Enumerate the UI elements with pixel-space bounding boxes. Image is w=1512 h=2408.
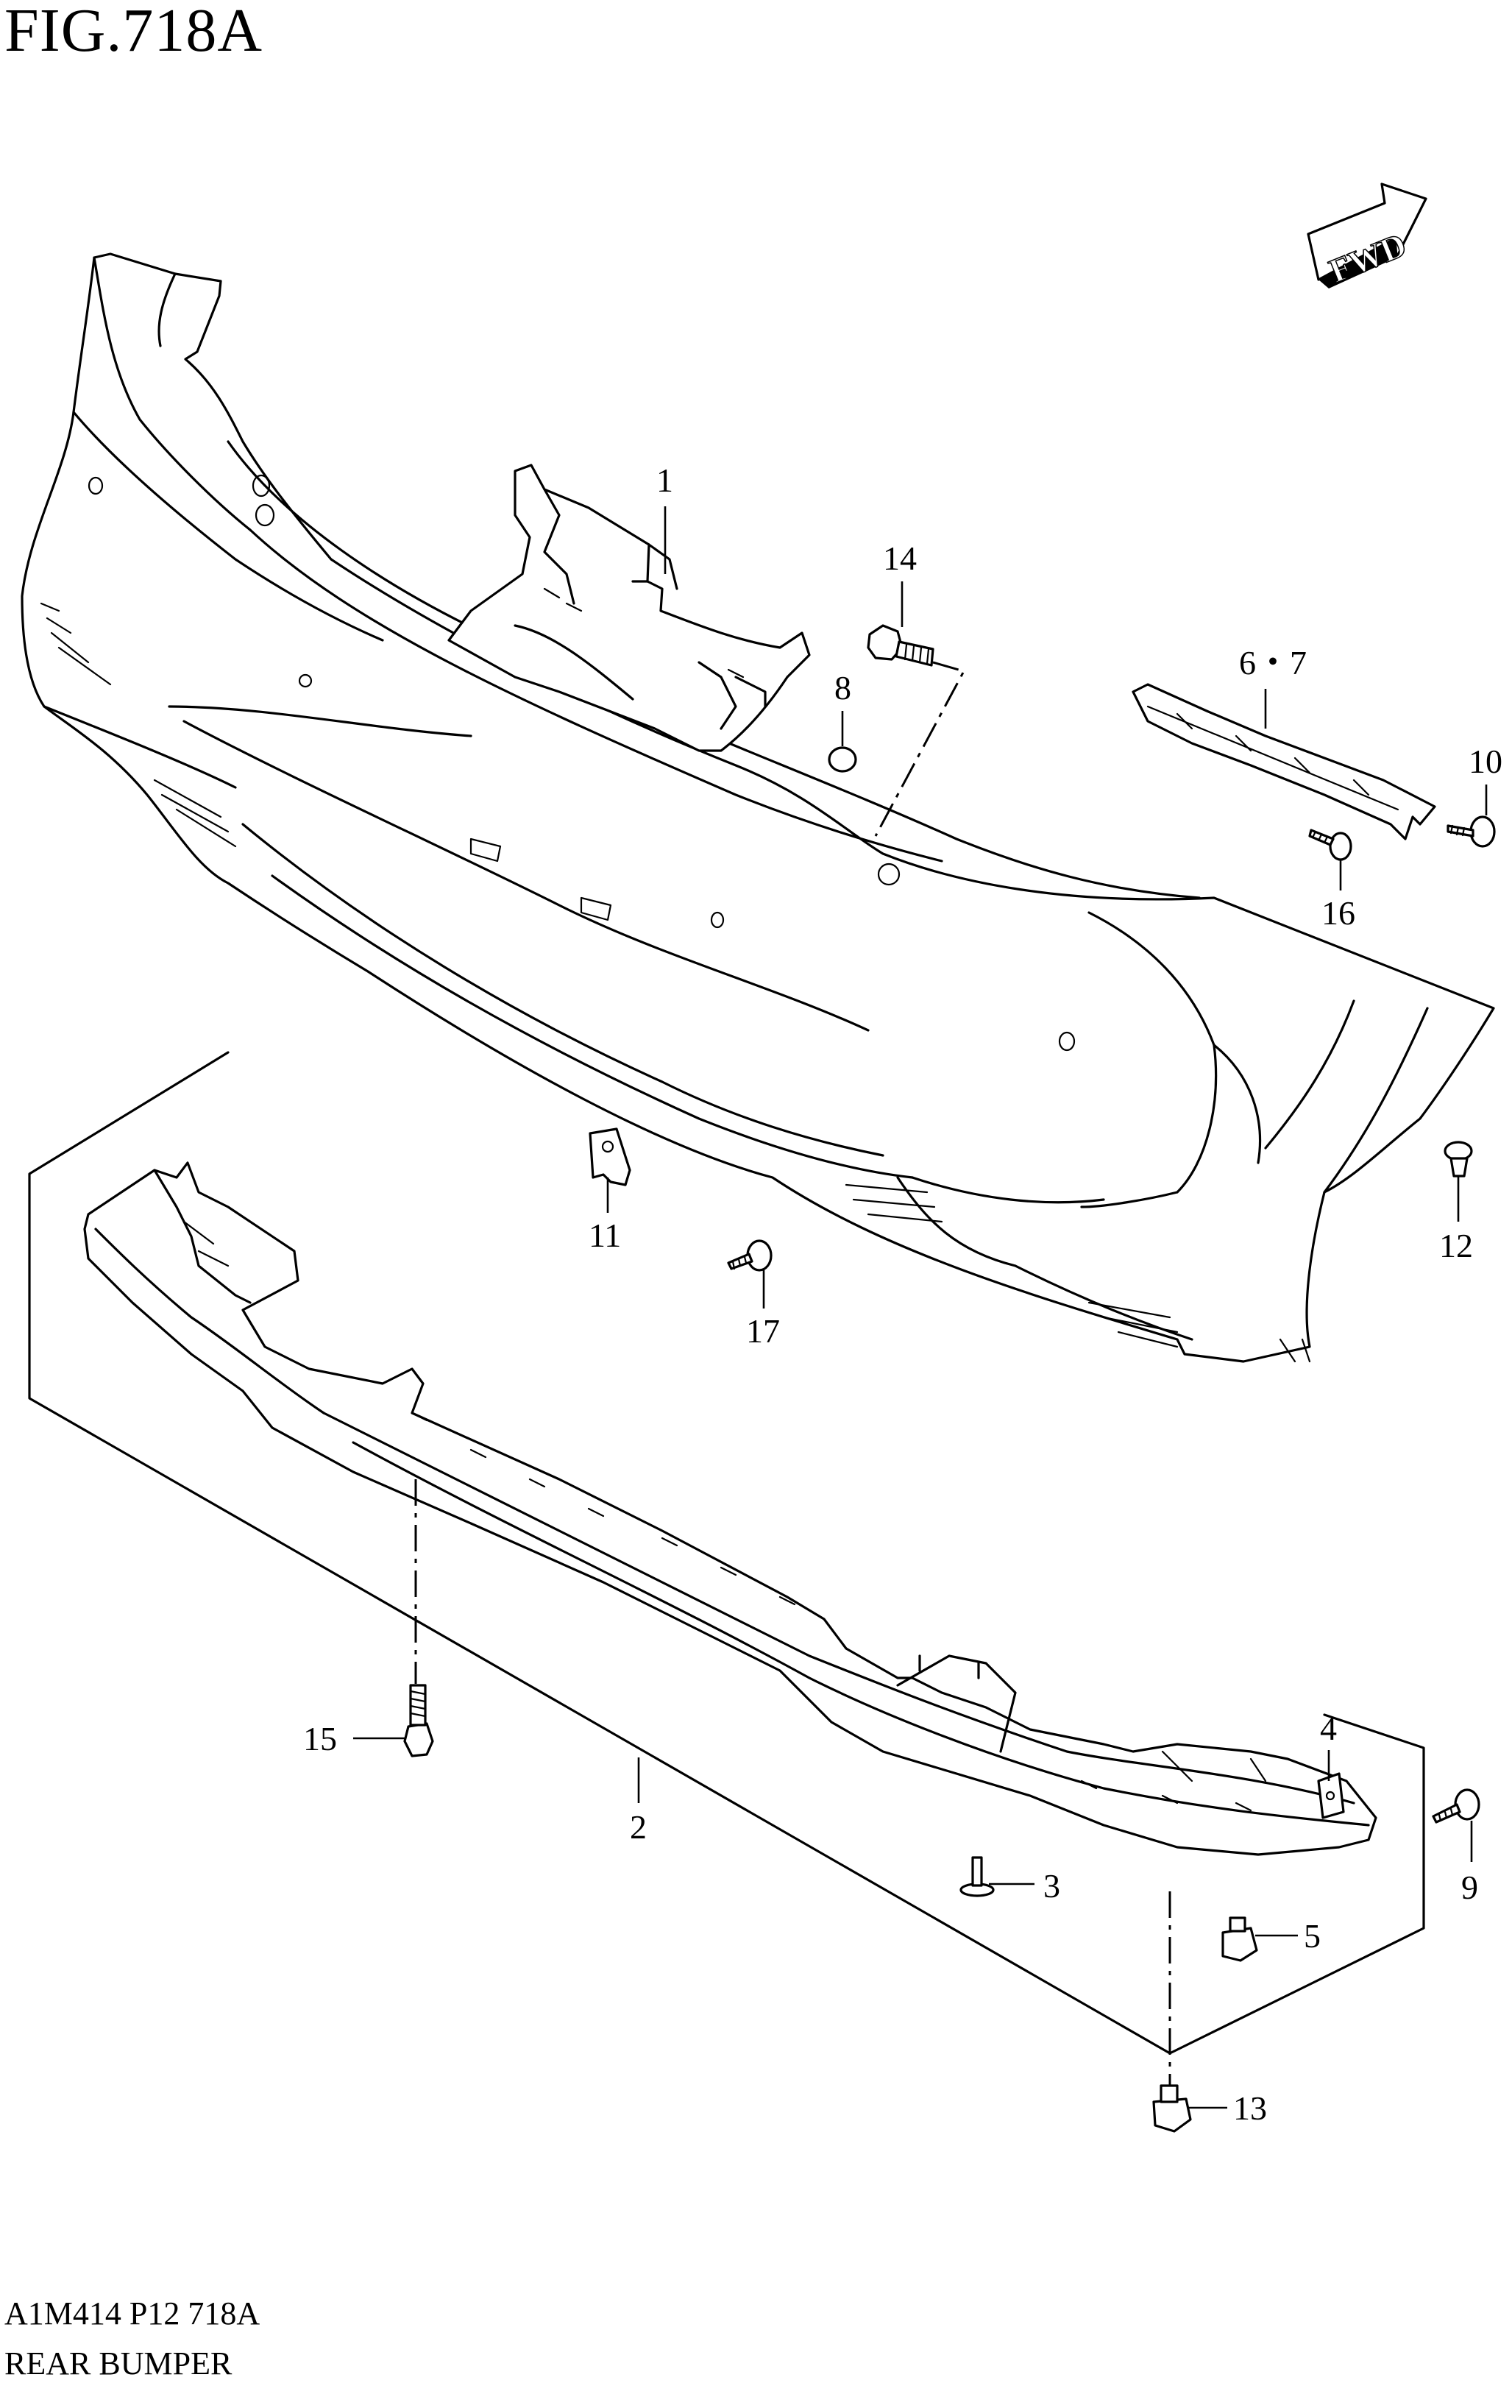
part-9-screw xyxy=(1432,1788,1480,1824)
callout-6-7: 6・7 xyxy=(1239,644,1307,681)
part-14-bolt xyxy=(867,624,934,667)
part-2-lower-garnish xyxy=(83,1161,1377,1856)
bumper-cover xyxy=(21,252,1495,1363)
part-12-clip xyxy=(1444,1141,1473,1178)
part-13-nut xyxy=(1152,2084,1192,2133)
figure-name: REAR BUMPER xyxy=(4,2345,233,2382)
callout-5: 5 xyxy=(1304,1917,1321,1955)
part-1-bracket xyxy=(447,464,811,752)
part-10-screw xyxy=(1447,815,1496,848)
callout-4: 4 xyxy=(1320,1710,1337,1747)
callout-2: 2 xyxy=(630,1808,647,1846)
callout-11: 11 xyxy=(589,1217,621,1254)
part-11-clip xyxy=(589,1127,631,1186)
part-6-7-bracket xyxy=(1132,683,1436,840)
callout-12: 12 xyxy=(1439,1227,1473,1264)
part-4-clip xyxy=(1317,1772,1345,1819)
callout-8: 8 xyxy=(834,669,851,707)
figure-title: FIG.718A xyxy=(4,0,263,65)
callout-1: 1 xyxy=(656,461,673,499)
part-17-screw xyxy=(727,1239,773,1272)
callout-13: 13 xyxy=(1233,2089,1267,2127)
callout-17: 17 xyxy=(746,1312,780,1350)
callout-15: 15 xyxy=(303,1720,337,1757)
part-8-plug xyxy=(828,746,857,773)
part-15-bolt xyxy=(403,1684,434,1757)
callout-16: 16 xyxy=(1321,894,1355,932)
fwd-arrow-icon: FWD xyxy=(1307,183,1427,291)
callout-10: 10 xyxy=(1469,743,1502,780)
callout-3: 3 xyxy=(1043,1867,1060,1905)
callout-9: 9 xyxy=(1461,1869,1478,1906)
part-5-nut xyxy=(1221,1916,1258,1962)
figure-code: A1M414 P12 718A xyxy=(4,2295,260,2331)
part-3-bolt xyxy=(959,1856,995,1897)
callout-14: 14 xyxy=(883,539,917,577)
part-16-screw xyxy=(1308,829,1352,861)
install-line-14 xyxy=(874,661,966,837)
